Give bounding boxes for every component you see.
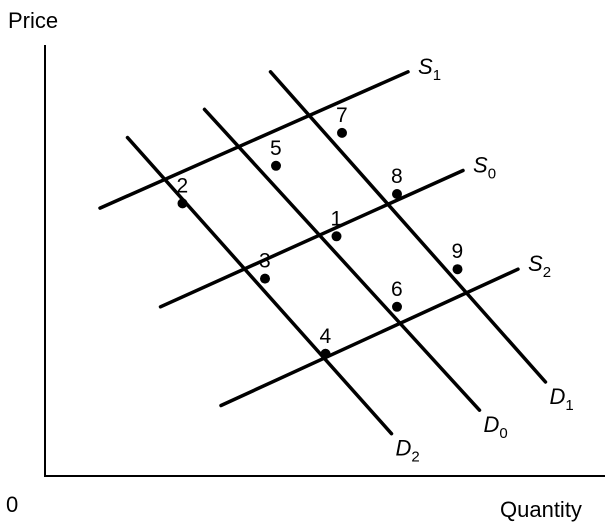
- point-label-4: 4: [320, 325, 332, 348]
- point-label-1: 1: [331, 207, 343, 230]
- point-4: [320, 348, 331, 359]
- point-7: [337, 127, 347, 138]
- point-3: [260, 273, 270, 284]
- label-d2: D2: [396, 436, 420, 466]
- label-s2: S2: [528, 251, 551, 281]
- label-d1: D1: [550, 384, 574, 414]
- label-d0: D0: [484, 412, 508, 442]
- curve-d1: [268, 70, 548, 384]
- curve-d0: [202, 107, 482, 412]
- point-label-7: 7: [336, 104, 348, 127]
- point-9: [452, 264, 463, 275]
- curve-s2: [219, 267, 520, 408]
- point-label-2: 2: [177, 174, 189, 197]
- point-8: [392, 189, 402, 199]
- point-label-8: 8: [391, 165, 403, 188]
- point-5: [271, 160, 281, 171]
- point-label-6: 6: [391, 278, 403, 301]
- curve-s0: [158, 168, 465, 309]
- curve-s1: [98, 70, 410, 210]
- point-label-3: 3: [259, 250, 271, 273]
- point-1: [331, 231, 342, 242]
- point-label-9: 9: [452, 240, 464, 263]
- origin-label: 0: [6, 492, 18, 517]
- point-6: [392, 301, 402, 312]
- label-s0: S0: [473, 153, 496, 183]
- curve-d2: [125, 135, 394, 436]
- y-axis-label: Price: [8, 8, 58, 33]
- point-2: [177, 198, 188, 209]
- label-s1: S1: [418, 54, 441, 84]
- x-axis-label: Quantity: [500, 497, 582, 522]
- point-label-5: 5: [270, 137, 282, 160]
